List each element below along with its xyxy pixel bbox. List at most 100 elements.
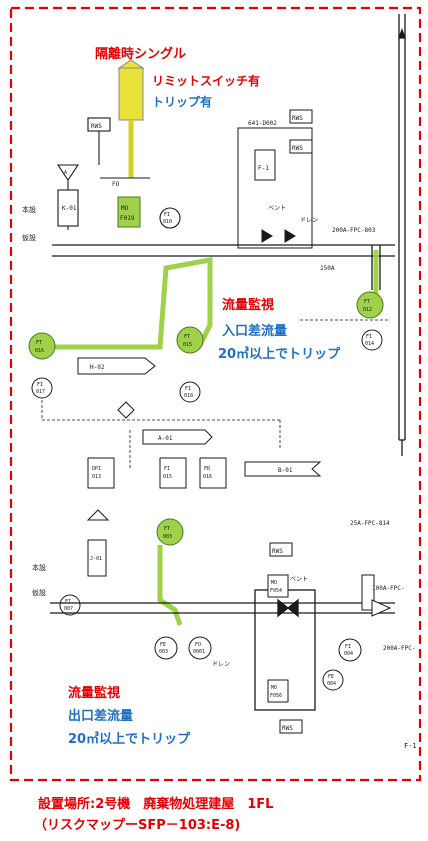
svg-text:FI: FI	[37, 382, 43, 388]
svg-text:F019: F019	[120, 215, 135, 222]
label-25a-fpc-814: 25A-FPC-814	[350, 520, 390, 527]
label-f1: F-1	[404, 742, 417, 750]
svg-text:017: 017	[36, 389, 45, 395]
label-vent-upper: ベント	[268, 205, 286, 212]
scope-border	[9, 6, 422, 782]
label-temp-upper: 仮設	[22, 233, 36, 242]
signal-lines	[41, 319, 390, 470]
block-b01: B-01	[278, 467, 293, 474]
fi-014: FI 014	[361, 329, 383, 351]
annotation-isolation-single: 隔離時シングル	[95, 47, 187, 62]
lower-right-instruments: RWS MO F054 MO F056 RWS FI 004 FE 004	[267, 542, 392, 734]
svg-text:003: 003	[163, 534, 172, 540]
annotation-flow-monitor-inlet: 流量監視	[222, 298, 275, 313]
ft-016-left: FT 016	[28, 332, 56, 360]
ft-lower-green: FT 003	[156, 518, 184, 546]
tag-641-d002: 641-D002	[248, 120, 277, 127]
svg-text:F056: F056	[270, 693, 282, 699]
upper-header	[52, 244, 395, 290]
annotation-inlet-diff-flow: 入口差流量	[222, 324, 288, 339]
annotation-flow-monitor-outlet: 流量監視	[68, 686, 121, 701]
svg-text:FT: FT	[36, 340, 42, 346]
svg-text:004: 004	[327, 681, 336, 687]
svg-text:FE: FE	[160, 642, 166, 648]
svg-text:MO: MO	[271, 685, 277, 691]
svg-text:H-02: H-02	[90, 364, 105, 371]
mid-blocks: A-01 B-01 DPI 013 FI 015 FR 016	[87, 401, 322, 489]
svg-text:FO: FO	[195, 642, 201, 648]
svg-text:FI: FI	[366, 334, 372, 340]
label-drain-upper: ドレン	[300, 217, 318, 224]
return-pipe	[398, 14, 406, 456]
ft-015-center: FT 015	[176, 326, 204, 354]
label-vent-lower: ベント	[290, 576, 308, 583]
annotation-inlet-trip: 20㎥以上でトリップ	[218, 347, 341, 362]
svg-text:007: 007	[64, 606, 73, 612]
fi-010: FI 010	[159, 207, 181, 229]
svg-text:016: 016	[35, 348, 44, 354]
svg-text:J-01: J-01	[90, 556, 102, 562]
block-a01: A-01	[158, 435, 173, 442]
lower-header	[50, 589, 395, 711]
svg-text:RWS: RWS	[292, 145, 303, 152]
label-temp-lower: 仮設	[32, 588, 46, 597]
svg-text:MO: MO	[271, 580, 277, 586]
upper-left-instruments: RWS A K-01	[56, 117, 111, 230]
svg-text:F-1: F-1	[258, 165, 269, 172]
upper-right-cluster: RWS RWS F-1	[237, 109, 313, 249]
ft-012: FT 012	[356, 291, 384, 319]
annotation-limit-switch: リミットスイッチ有	[152, 74, 261, 88]
svg-text:FI: FI	[185, 386, 191, 392]
svg-text:FT: FT	[364, 299, 370, 305]
svg-text:0001: 0001	[193, 649, 205, 655]
svg-text:013: 013	[92, 474, 101, 480]
label-main-lower: 本設	[32, 563, 46, 572]
svg-text:015: 015	[183, 342, 192, 348]
svg-text:FI: FI	[65, 599, 71, 605]
label-drain-lower: ドレン	[212, 661, 230, 668]
location-line-2: （リスクマップーSFP－103:E-8)	[34, 818, 241, 833]
svg-text:FI: FI	[164, 466, 170, 472]
green-inlet-line	[42, 250, 379, 350]
svg-text:MO: MO	[121, 205, 129, 212]
svg-text:FT: FT	[164, 526, 170, 532]
svg-text:RWS: RWS	[272, 548, 283, 555]
lower-left-instruments: J-01 FI 007 FE 003 FO 0001	[59, 509, 212, 660]
annotation-trip-top: トリップ有	[152, 95, 213, 109]
location-line-1: 設置場所:2号機 廃棄物処理建屋 1FL	[38, 797, 274, 812]
svg-text:FE: FE	[328, 674, 334, 680]
svg-text:FR: FR	[204, 466, 211, 472]
green-outlet-line	[157, 545, 183, 626]
svg-text:A: A	[64, 170, 67, 176]
label-main-upper: 本設	[22, 205, 36, 214]
svg-text:150A: 150A	[320, 265, 335, 272]
svg-text:200A-FPC-: 200A-FPC-	[383, 645, 416, 652]
yellow-valve-stem	[117, 59, 145, 178]
svg-text:DPI: DPI	[92, 466, 101, 472]
svg-text:FT: FT	[184, 334, 190, 340]
svg-text:003: 003	[159, 649, 168, 655]
svg-text:015: 015	[163, 474, 172, 480]
svg-text:K-01: K-01	[62, 205, 77, 212]
svg-text:RWS: RWS	[292, 115, 303, 122]
svg-text:100A-FPC-: 100A-FPC-	[372, 585, 405, 592]
svg-text:016: 016	[203, 474, 212, 480]
annotation-outlet-diff-flow: 出口差流量	[68, 709, 134, 724]
svg-text:FI: FI	[164, 212, 170, 218]
svg-text:014: 014	[365, 341, 374, 347]
svg-text:RWS: RWS	[91, 123, 102, 130]
upper-lower-instruments: FI 017 FI 018 H-02	[31, 357, 201, 403]
svg-text:012: 012	[363, 307, 372, 313]
upper-valve-f019: MO F019 FO	[100, 177, 150, 228]
label-200a-fpc-803: 200A-FPC-803	[332, 227, 376, 234]
annotation-outlet-trip: 20㎥以上でトリップ	[68, 732, 191, 747]
svg-text:FO: FO	[112, 181, 120, 188]
svg-text:004: 004	[344, 651, 353, 657]
svg-text:RWS: RWS	[282, 725, 293, 732]
svg-text:F054: F054	[270, 588, 282, 594]
svg-text:FI: FI	[345, 644, 351, 650]
svg-text:010: 010	[163, 219, 172, 225]
svg-text:018: 018	[184, 393, 193, 399]
